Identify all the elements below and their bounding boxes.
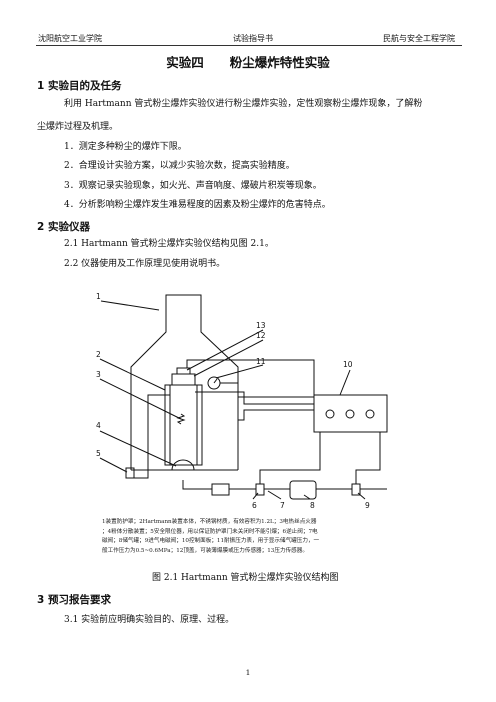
label-1: 1 <box>96 292 101 301</box>
section1-intro-line1: 利用 Hartmann 管式粉尘爆炸实验仪进行粉尘爆炸实验，定性观察粉尘爆炸现象… <box>64 99 423 109</box>
legend-line-3: 磁阀；8储气罐；9进气电磁阀；10控制面板；11耐振压力表，用于显示储气罐压力，… <box>102 538 320 544</box>
page-title: 实验四 粉尘爆炸特性实验 <box>166 55 330 70</box>
section1-item-3: 3．观察记录实验现象，如火光、声音响度、爆破片积炭等现象。 <box>64 181 322 191</box>
safety-limiter <box>125 467 135 479</box>
label-10: 10 <box>343 360 353 369</box>
label-8: 8 <box>310 501 315 510</box>
header-center: 试验指导书 <box>233 34 273 43</box>
gas-tank <box>289 480 317 500</box>
dispersion-dome <box>171 459 195 471</box>
section1-heading: 1 实验目的及任务 <box>37 80 122 92</box>
section1-intro-line2: 尘爆炸过程及机理。 <box>37 122 119 132</box>
panel-knob-1 <box>325 409 335 419</box>
page-number: 1 <box>245 668 251 677</box>
section2-heading: 2 实验仪器 <box>37 221 90 233</box>
device-body <box>164 384 203 466</box>
label-5: 5 <box>96 449 101 458</box>
section1-item-1: 1．测定多种粉尘的爆炸下限。 <box>64 142 187 152</box>
header-left: 沈阳航空工业学院 <box>38 34 102 43</box>
hood-outline <box>130 294 239 470</box>
legend-line-2: ；4粉体分散装置；5安全限位器，用以保证防护罩门未关闭时不能引爆；6逆止阀；7电 <box>102 528 318 535</box>
label-6: 6 <box>252 501 257 510</box>
section1-item-4: 4．分析影响粉尘爆炸发生难易程度的因素及粉尘爆炸的危害特点。 <box>64 200 331 210</box>
figure-caption: 图 2.1 Hartmann 管式粉尘爆炸实验仪结构图 <box>152 573 339 583</box>
header-rule <box>36 45 462 46</box>
label-13: 13 <box>256 321 266 330</box>
label-9: 9 <box>365 501 370 510</box>
label-7: 7 <box>280 501 285 510</box>
header-right: 民航与安全工程学院 <box>383 34 455 43</box>
section3-item-1: 3.1 实验前应明确实验目的、原理、过程。 <box>64 615 235 625</box>
label-2: 2 <box>96 350 101 359</box>
label-11: 11 <box>256 357 266 366</box>
figure-legend: 1装置防护罩；2Hartmann装置本体，不锈钢材质，有效容积为1.2L；3电热… <box>102 518 408 556</box>
label-4: 4 <box>96 421 101 430</box>
panel-knob-3 <box>365 409 375 419</box>
pressure-sensor <box>176 367 191 375</box>
section2-item-2: 2.2 仪器使用及工作原理见使用说明书。 <box>64 259 226 269</box>
section2-item-1: 2.1 Hartmann 管式粉尘爆炸实验仪结构见图 2.1。 <box>64 239 274 249</box>
control-panel <box>313 394 388 433</box>
section3-heading: 3 预习报告要求 <box>37 594 111 606</box>
check-valve <box>211 483 230 496</box>
label-3: 3 <box>96 370 101 379</box>
label-12: 12 <box>256 331 266 340</box>
legend-line-1: 1装置防护罩；2Hartmann装置本体，不锈钢材质，有效容积为1.2L；3电热… <box>102 519 317 525</box>
legend-line-4: 般工作压力为0.5~0.6MPa；12顶盖，可装薄爆膜或压力传感器；13压力传感… <box>102 547 308 554</box>
top-cap <box>171 373 196 386</box>
section1-item-2: 2．合理设计实验方案，以减少实验次数，提高实验精度。 <box>64 161 295 171</box>
panel-knob-2 <box>345 409 355 419</box>
